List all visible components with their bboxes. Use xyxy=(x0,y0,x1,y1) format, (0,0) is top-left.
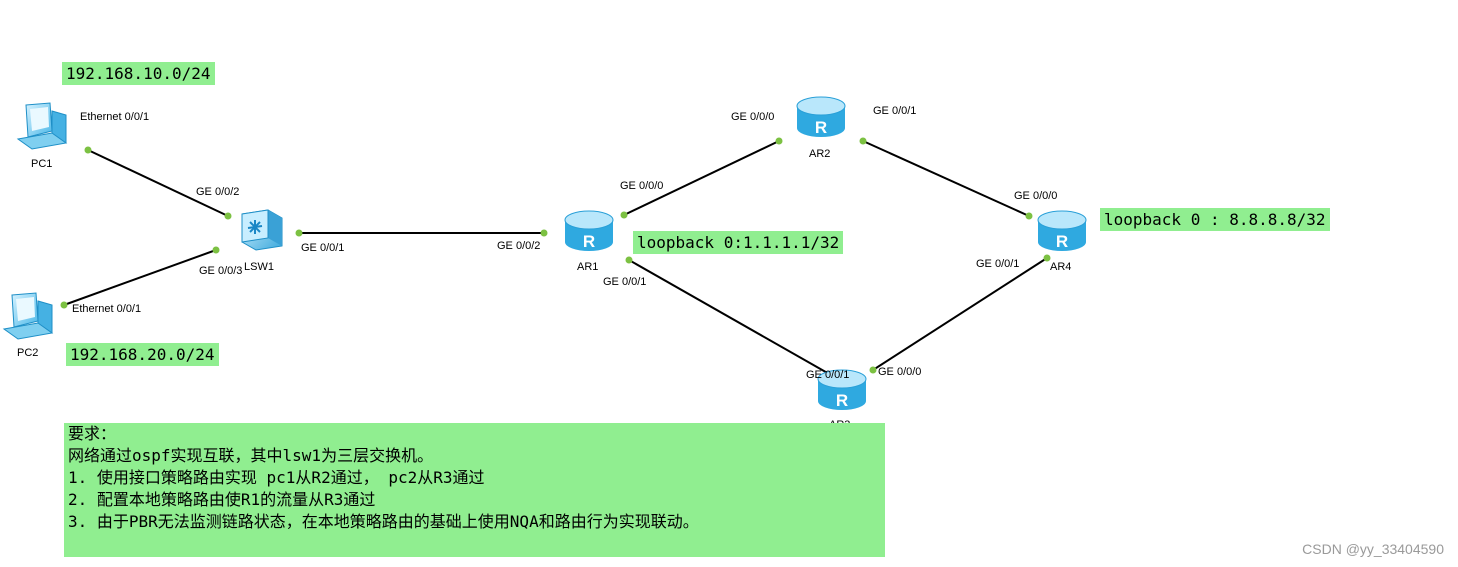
port-label: GE 0/0/2 xyxy=(497,240,540,252)
ar2-label: AR2 xyxy=(809,148,830,160)
router-icon[interactable]: R xyxy=(1037,210,1087,251)
link-ar2-ar4 xyxy=(862,140,1030,217)
port-label: GE 0/0/1 xyxy=(603,276,646,288)
pc2-icon[interactable] xyxy=(2,292,54,340)
requirements-line: 1. 使用接口策略路由实现 pc1从R2通过， pc2从R3通过 xyxy=(68,468,485,487)
ar4-label: AR4 xyxy=(1050,261,1071,273)
svg-text:R: R xyxy=(836,391,848,410)
port-dot xyxy=(859,137,867,145)
link-pc1-lsw1 xyxy=(87,149,229,217)
port-label: GE 0/0/0 xyxy=(1014,190,1057,202)
port-dot xyxy=(84,146,92,154)
pc1-label: PC1 xyxy=(31,158,52,170)
port-label: GE 0/0/1 xyxy=(806,369,849,381)
port-dot xyxy=(540,229,548,237)
router-icon[interactable]: R xyxy=(564,210,614,251)
pc2-label: PC2 xyxy=(17,347,38,359)
port-dot xyxy=(1025,212,1033,220)
port-label: GE 0/0/2 xyxy=(196,186,239,198)
link-ar1-ar3 xyxy=(628,259,832,376)
port-label: GE 0/0/0 xyxy=(620,180,663,192)
requirements-note: 要求： 网络通过ospf实现互联，其中lsw1为三层交换机。 1. 使用接口策略… xyxy=(64,423,885,557)
port-label: GE 0/0/0 xyxy=(878,366,921,378)
subnet-note-pc1: 192.168.10.0/24 xyxy=(62,62,215,85)
loopback-note-ar4: loopback 0 : 8.8.8.8/32 xyxy=(1100,208,1330,231)
requirements-line: 2. 配置本地策略路由使R1的流量从R3通过 xyxy=(68,490,376,509)
pc1-icon[interactable] xyxy=(16,102,68,150)
port-label: Ethernet 0/0/1 xyxy=(80,111,149,123)
port-dot xyxy=(295,229,303,237)
loopback-note-ar1: loopback 0:1.1.1.1/32 xyxy=(633,231,844,254)
requirements-title: 要求： xyxy=(68,424,117,443)
port-label: GE 0/0/1 xyxy=(301,242,344,254)
router-icon[interactable]: R xyxy=(817,369,867,410)
link-pc2-lsw1 xyxy=(63,249,217,306)
port-dot xyxy=(620,211,628,219)
port-label: GE 0/0/1 xyxy=(873,105,916,117)
svg-text:R: R xyxy=(1056,232,1068,251)
port-dot xyxy=(775,137,783,145)
svg-text:R: R xyxy=(815,118,827,137)
port-dot xyxy=(224,212,232,220)
link-ar1-ar2 xyxy=(623,140,780,216)
subnet-note-pc2: 192.168.20.0/24 xyxy=(66,343,219,366)
port-label: Ethernet 0/0/1 xyxy=(72,303,141,315)
switch-icon[interactable] xyxy=(241,209,283,251)
port-dot xyxy=(60,301,68,309)
port-label: GE 0/0/3 xyxy=(199,265,242,277)
router-icon[interactable]: R xyxy=(796,96,846,137)
lsw1-label: LSW1 xyxy=(244,261,274,273)
link-ar3-ar4 xyxy=(872,257,1048,371)
ar1-label: AR1 xyxy=(577,261,598,273)
port-dot xyxy=(1043,254,1051,262)
port-dot xyxy=(625,256,633,264)
port-dot xyxy=(869,366,877,374)
port-dot xyxy=(212,246,220,254)
requirements-line: 网络通过ospf实现互联，其中lsw1为三层交换机。 xyxy=(68,446,434,465)
port-label: GE 0/0/0 xyxy=(731,111,774,123)
requirements-line: 3. 由于PBR无法监测链路状态，在本地策略路由的基础上使用NQA和路由行为实现… xyxy=(68,512,699,531)
svg-text:R: R xyxy=(583,232,595,251)
port-label: GE 0/0/1 xyxy=(976,258,1019,270)
watermark: CSDN @yy_33404590 xyxy=(1302,541,1444,557)
